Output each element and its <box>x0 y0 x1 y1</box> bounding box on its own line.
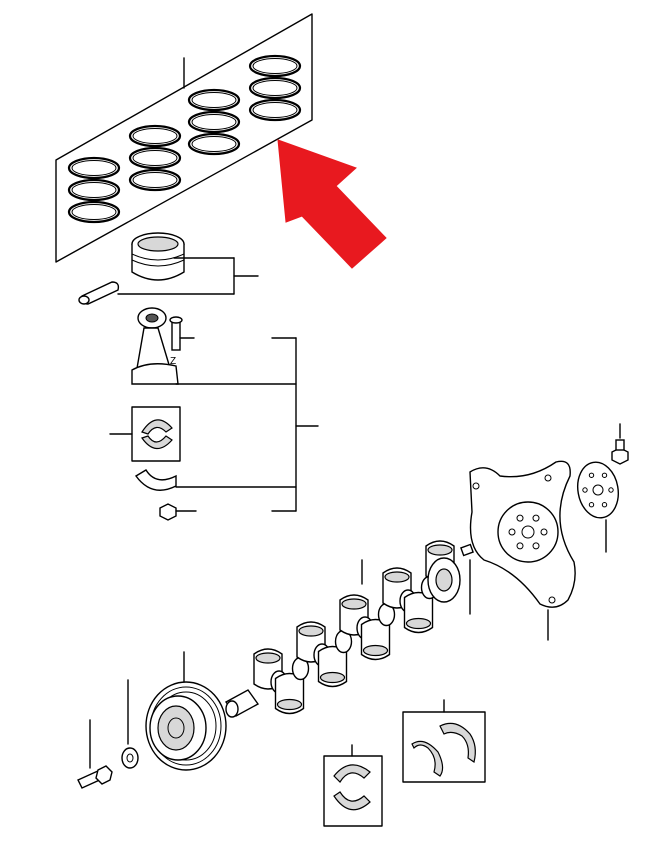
piston-ring-stack <box>128 124 182 192</box>
piston-ring-inner <box>191 114 237 130</box>
crank-counterweight <box>298 625 324 637</box>
bolt-hole <box>532 514 540 522</box>
piston-ring-inner <box>191 92 237 108</box>
piston-ring <box>67 178 121 202</box>
piston-ring <box>248 76 302 100</box>
piston-ring <box>128 146 182 170</box>
crank-snout-end <box>225 700 239 718</box>
piston-icon <box>117 232 259 295</box>
pulley-icon <box>145 651 227 771</box>
shim-plate-icon <box>577 461 619 553</box>
piston-pin-icon <box>78 281 120 305</box>
piston-ring-inner <box>132 150 178 166</box>
crank-counterweight <box>341 598 367 610</box>
piston-ring-inner <box>71 204 117 220</box>
piston-ring <box>187 132 241 156</box>
connecting-rod-icon <box>131 307 297 385</box>
piston-ring-inner <box>132 128 178 144</box>
washer-icon <box>121 679 139 769</box>
bolt-hole <box>608 487 614 493</box>
crank-counterweight <box>427 544 453 556</box>
piston-ring <box>67 156 121 180</box>
piston-ring-inner <box>71 182 117 198</box>
piston-ring-inner <box>71 160 117 176</box>
rod-bolt-icon: Z <box>169 316 195 367</box>
rod-cap-icon <box>134 469 297 491</box>
crank-counterweight <box>255 652 281 664</box>
pulley-bolt-icon <box>77 719 113 789</box>
piston-ring <box>128 168 182 192</box>
bolt-hole <box>516 514 524 522</box>
piston-ring-inner <box>252 58 298 74</box>
flexplate-icon <box>469 460 576 641</box>
piston-ring-stack <box>187 88 241 156</box>
dowel-pin-icon <box>460 543 474 615</box>
nut-icon <box>159 503 197 521</box>
piston-ring <box>128 124 182 148</box>
bolt-hole <box>588 502 595 508</box>
piston-ring <box>67 200 121 224</box>
piston-ring <box>248 54 302 78</box>
crank-counterweight <box>319 671 346 684</box>
bolt-hole <box>588 472 595 478</box>
svg-text:Z: Z <box>170 356 176 367</box>
piston-ring <box>248 98 302 122</box>
piston-ring-inner <box>252 102 298 118</box>
flexplate-bolt-icon <box>611 423 629 465</box>
bolt-hole <box>532 542 540 550</box>
piston-ring-stack <box>67 156 121 224</box>
piston-ring-inner <box>132 172 178 188</box>
crank-flange-center <box>435 568 453 592</box>
crank-counterweight <box>362 644 389 657</box>
crank-counterweight <box>405 617 432 630</box>
piston-ring <box>187 110 241 134</box>
crank-counterweight <box>276 698 303 711</box>
bolt-hole <box>508 528 516 536</box>
highlight-arrow-icon <box>277 139 387 269</box>
piston-ring-inner <box>252 80 298 96</box>
crankshaft-icon <box>224 540 461 718</box>
piston-ring-stack <box>248 54 302 122</box>
thrust-washer-icon <box>402 699 486 783</box>
piston-ring <box>187 88 241 112</box>
bolt-hole <box>601 502 608 508</box>
main-bearing-shells-icon <box>323 744 383 827</box>
bolt-hole <box>540 528 548 536</box>
piston-ring-inner <box>191 136 237 152</box>
bolt-hole <box>516 542 524 550</box>
bolt-hole <box>582 487 588 493</box>
crank-counterweight <box>384 571 410 583</box>
piston-rings-icon <box>55 13 313 263</box>
bolt-hole <box>601 472 608 478</box>
rod-bearing-shells-icon <box>109 406 181 462</box>
rod-group-bracket <box>271 337 319 512</box>
